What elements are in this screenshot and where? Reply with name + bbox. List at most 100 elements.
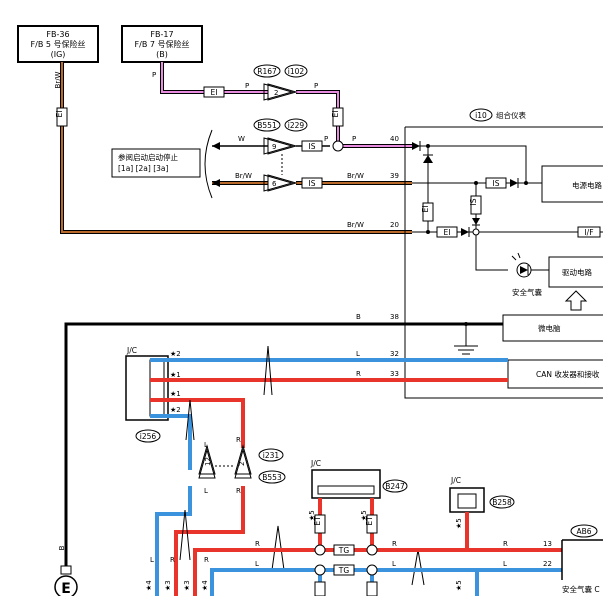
- connector-pin-2b: 2: [238, 462, 246, 466]
- ab6-label: 安全气囊 C: [562, 584, 600, 594]
- wire-label-r-bottom2: R: [392, 540, 397, 548]
- fuse-fb17-name: F/B 7 号保险丝: [135, 39, 190, 49]
- tag-ei-meter: EI: [444, 228, 451, 237]
- wire-label-l-bottom3: L: [503, 560, 507, 568]
- jc-b247: J/C B247: [310, 459, 408, 499]
- tag-if: I/F: [584, 228, 593, 237]
- pin-22: 22: [543, 560, 552, 568]
- note-line1: 参阅启动启动停止: [118, 152, 178, 162]
- meter-airbag-label: 安全气囊: [512, 287, 542, 297]
- star-2-top: ★2: [170, 350, 181, 358]
- wire-blue-bottom: [210, 568, 562, 596]
- pin-39: 39: [390, 172, 399, 180]
- tag-is-9-label: IS: [309, 142, 316, 151]
- tag-tg-1: TG: [333, 544, 355, 556]
- meter-title: 组合仪表: [496, 110, 526, 120]
- pin-32: 32: [390, 350, 399, 358]
- bottom-splices: [314, 544, 378, 576]
- tag-et-4: [366, 581, 378, 596]
- fuse-fb36-circuit: (IG): [51, 50, 66, 59]
- tag-ei-vertical-pink-label: EI: [331, 111, 340, 118]
- tag-ei-pink: EI: [203, 86, 225, 98]
- tag-tg-2-label: TG: [338, 566, 350, 575]
- conn-b551: B551: [257, 121, 277, 130]
- tag-is-vertical: IS: [469, 198, 478, 205]
- tag-et-3: [314, 581, 326, 596]
- wire-label-b-38: B: [356, 313, 361, 321]
- conn-i102: i102: [288, 67, 305, 76]
- tag-ei-pink-label: EI: [211, 88, 218, 97]
- arrow-up-icon: [564, 290, 588, 311]
- fuse-fb36-name: F/B 5 号保险丝: [31, 39, 86, 49]
- conn-r167: R167: [257, 67, 277, 76]
- wire-label-brw-39: Br/W: [347, 172, 364, 180]
- fuse-fb36: FB-36 F/B 5 号保险丝 (IG): [17, 25, 99, 63]
- tag-et-1-label: ET: [313, 516, 322, 526]
- fuse-fb17: FB-17 F/B 7 号保险丝 (B): [121, 25, 203, 63]
- wire-pink: [160, 62, 412, 148]
- note-line2: [1a] [2a] [3a]: [118, 164, 169, 173]
- meter-microcomputer: 微电脑: [538, 323, 561, 333]
- wire-label-l-v2: L: [204, 487, 208, 495]
- wire-label-p3: P: [314, 82, 318, 90]
- tag-et-1: ET: [313, 514, 326, 534]
- fuse-fb17-circuit: (B): [156, 50, 168, 59]
- airbag-ab6: AB6 安全气囊 C: [561, 524, 603, 594]
- jc-b247-title: J/C: [310, 459, 321, 468]
- fuse-fb36-code: FB-36: [46, 30, 69, 39]
- star-1-bottom: ★1: [170, 390, 181, 398]
- wire-label-b-vertical: B: [58, 545, 66, 550]
- star-3-a: ★3: [164, 580, 172, 591]
- fuse-fb17-code: FB-17: [150, 30, 173, 39]
- tag-ei-brown-label: EI: [55, 111, 64, 118]
- jc-b258: J/C B258: [449, 476, 515, 513]
- tag-is-6-label: IS: [309, 179, 316, 188]
- tag-ei-brown: EI: [55, 107, 68, 127]
- meter-can: CAN 收发器和接收: [536, 369, 600, 379]
- star-2-bottom: ★2: [170, 406, 181, 414]
- ground-symbol-icon: [454, 322, 478, 355]
- wire-label-r-v2: R: [236, 487, 241, 495]
- meter-drive-circuit: 驱动电路: [562, 267, 592, 277]
- conn-i231: i231: [263, 451, 280, 460]
- pin-33: 33: [390, 370, 399, 378]
- wire-label-l-bottom2: L: [392, 560, 396, 568]
- wire-red-33: [150, 378, 508, 596]
- conn-b258: B258: [492, 498, 512, 507]
- wire-label-r-33: R: [356, 370, 361, 378]
- pin-13: 13: [543, 540, 552, 548]
- conn-b247: B247: [385, 482, 405, 491]
- tag-tg-1-label: TG: [338, 546, 350, 555]
- wire-label-l-v1: L: [204, 441, 208, 449]
- star-5-b: ★5: [360, 510, 368, 521]
- meter-power-circuit: 电源电路: [572, 180, 602, 190]
- tag-ei-meter-vertical: EI: [421, 206, 430, 213]
- wire-label-brw-20: Br/W: [347, 221, 364, 229]
- ground-e: E: [54, 565, 78, 596]
- tag-et-2-label: ET: [365, 516, 374, 526]
- tag-is-6: IS: [301, 177, 323, 189]
- star-5-d: ★5: [455, 580, 463, 591]
- jc-i256-title: J/C: [126, 346, 137, 355]
- wire-label-brw-left: Br/W: [235, 172, 252, 180]
- wire-label-r-bottom1: R: [255, 540, 260, 548]
- splice-pink: [332, 140, 344, 152]
- wire-label-r-bottom3: R: [503, 540, 508, 548]
- note-box: 参阅启动启动停止 [1a] [2a] [3a]: [111, 129, 213, 199]
- conn-i229: i229: [288, 121, 305, 130]
- wire-label-p2: P: [245, 82, 249, 90]
- wire-label-r-v3: R: [170, 556, 175, 564]
- wire-label-l-v3: L: [150, 556, 154, 564]
- conn-i10: i10: [475, 111, 487, 120]
- ground-e-label: E: [61, 581, 71, 596]
- wire-label-p4: P: [324, 135, 328, 143]
- wire-label-brw-vertical: Br/W: [54, 71, 62, 88]
- star-5-a: ★5: [308, 510, 316, 521]
- wire-label-p5: P: [352, 135, 356, 143]
- star-5-c: ★5: [455, 518, 463, 529]
- pin-40: 40: [390, 135, 399, 143]
- conn-ab6: AB6: [576, 527, 591, 536]
- wire-blue-32: [150, 358, 508, 596]
- connector-pin-2: 2: [274, 89, 278, 97]
